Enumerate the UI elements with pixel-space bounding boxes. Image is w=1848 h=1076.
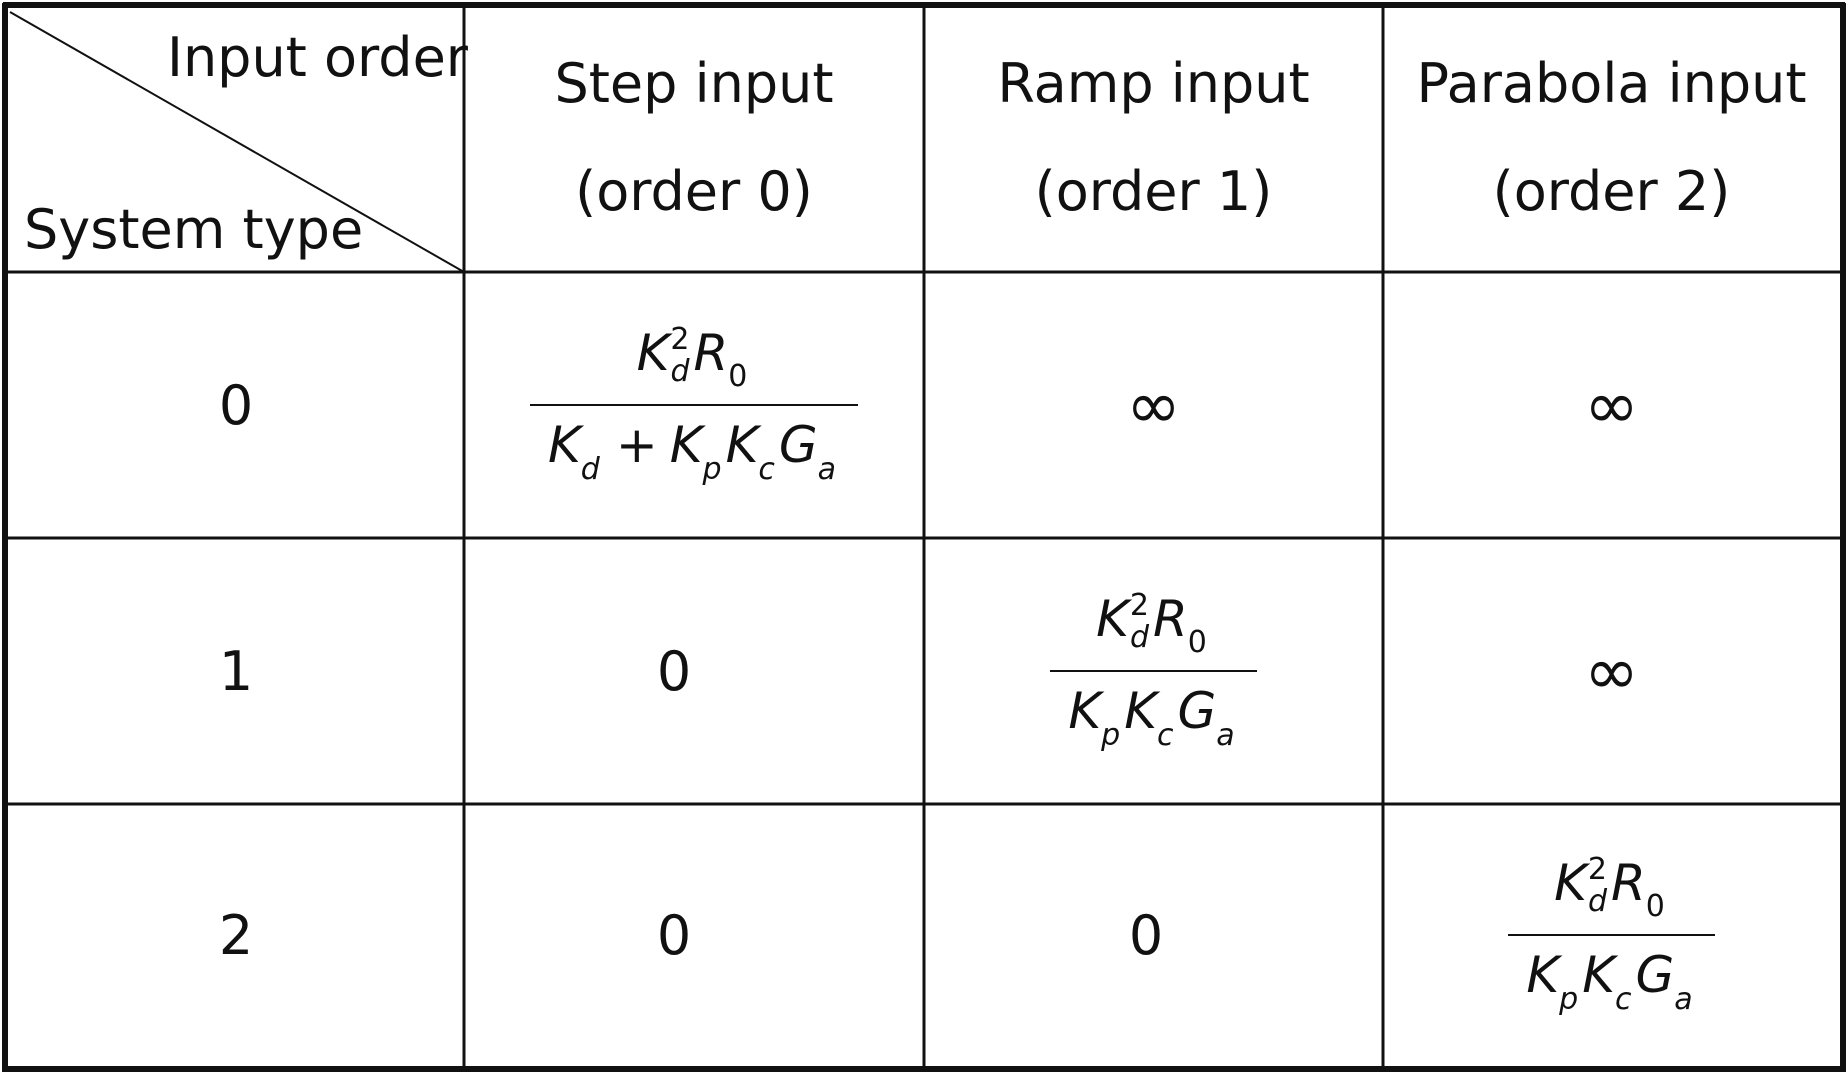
subscript: d <box>1587 884 1607 919</box>
symbol-k: K <box>669 416 703 474</box>
column-header-parabola: Parabola input (order 2) <box>1383 8 1840 272</box>
fraction-denominator: KpKcGa <box>1050 670 1257 753</box>
row-2-ramp-cell: 0 <box>1128 903 1164 967</box>
subscript: a <box>817 451 837 487</box>
symbol-r: R <box>693 323 729 382</box>
symbol-g: G <box>1635 946 1675 1004</box>
column-header-step-name: Step input <box>554 52 834 115</box>
fraction-denominator: Kd+KpKcGa <box>529 404 859 487</box>
subscript: p <box>1559 981 1579 1017</box>
symbol-k: K <box>725 416 759 474</box>
corner-diagonal <box>9 11 465 273</box>
subscript: d <box>670 354 690 389</box>
symbol-r: R <box>1611 853 1646 912</box>
subscript: c <box>1615 981 1632 1017</box>
row-0-parabola-cell: ∞ <box>1584 366 1639 444</box>
subscript: d <box>1129 620 1149 655</box>
subscript: 0 <box>728 359 748 394</box>
symbol-k: K <box>547 416 581 474</box>
symbol-k: K <box>1096 589 1129 648</box>
symbol-g: G <box>1177 682 1217 740</box>
symbol-r: R <box>1153 589 1188 648</box>
symbol-k: K <box>1582 946 1615 1004</box>
subscript: p <box>702 451 722 487</box>
superscript: 2 <box>1129 588 1150 623</box>
row-2-system-type: 2 <box>218 903 254 967</box>
row-2-step-cell: 0 <box>656 903 692 967</box>
symbol-k: K <box>636 323 670 382</box>
fraction-denominator: KpKcGa <box>1508 934 1715 1017</box>
subscript: a <box>1216 717 1235 753</box>
row-1-step-cell: 0 <box>656 639 692 703</box>
subscript: d <box>580 451 600 487</box>
subscript: c <box>1157 717 1174 753</box>
corner-header-cell: Input order System type <box>8 8 468 272</box>
superscript: 2 <box>1587 852 1608 887</box>
column-header-step-order: (order 0) <box>575 160 813 223</box>
column-header-ramp-order: (order 1) <box>1034 160 1273 223</box>
column-header-parabola-order: (order 2) <box>1492 160 1731 223</box>
symbol-g: G <box>778 416 818 474</box>
symbol-k: K <box>1068 682 1102 740</box>
symbol-k: K <box>1124 682 1157 740</box>
corner-system-type-label: System type <box>24 198 364 261</box>
subscript: a <box>1674 981 1693 1017</box>
column-header-parabola-name: Parabola input <box>1416 52 1807 115</box>
subscript: 0 <box>1187 625 1207 660</box>
superscript: 2 <box>670 322 690 357</box>
subscript: p <box>1101 717 1121 753</box>
symbol-k: K <box>1526 946 1560 1004</box>
row-0-system-type: 0 <box>218 373 254 437</box>
row-0-ramp-cell: ∞ <box>1126 366 1181 444</box>
row-1-parabola-cell: ∞ <box>1584 632 1639 710</box>
column-header-step: Step input (order 0) <box>464 8 924 272</box>
subscript: c <box>758 451 775 487</box>
column-header-ramp: Ramp input (order 1) <box>924 8 1383 272</box>
symbol-k: K <box>1554 853 1587 912</box>
subscript: 0 <box>1645 889 1665 924</box>
plus-operator: + <box>615 416 658 474</box>
column-header-ramp-name: Ramp input <box>997 52 1310 115</box>
row-1-system-type: 1 <box>218 639 254 703</box>
corner-input-order-label: Input order <box>167 26 468 89</box>
